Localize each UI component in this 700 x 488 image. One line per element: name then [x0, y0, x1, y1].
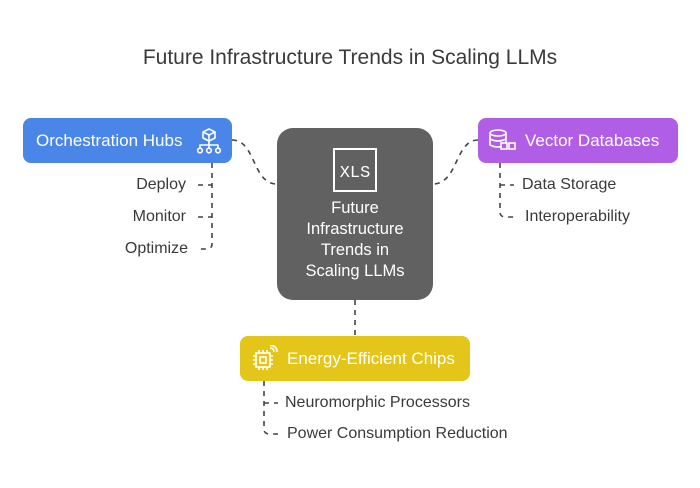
hierarchy-network-icon — [196, 128, 222, 154]
orchestration-hubs-label: Orchestration Hubs — [36, 130, 183, 150]
connector-vector-center — [432, 139, 479, 185]
energy-efficient-chips-node: Energy-Efficient Chips — [240, 336, 470, 381]
leaf-deploy: Deploy — [136, 176, 186, 193]
diagram-title: Future Infrastructure Trends in Scaling … — [142, 46, 558, 69]
center-topic-box: XLS Future Infrastructure Trends in Scal… — [277, 128, 433, 300]
chip-icon — [253, 344, 278, 370]
vector-databases-label: Vector Databases — [525, 130, 660, 150]
leaf-data-storage: Data Storage — [522, 176, 617, 193]
center-line: Infrastructure — [306, 220, 404, 238]
svg-text:XLS: XLS — [340, 164, 371, 183]
leaf-monitor: Monitor — [132, 208, 186, 225]
center-line: Scaling LLMs — [305, 262, 405, 280]
leaf-power-consumption-reduction: Power Consumption Reduction — [287, 425, 508, 442]
center-line: Future — [331, 199, 379, 217]
connector-orchestration-center — [231, 139, 278, 185]
center-topic-text: Future Infrastructure Trends in Scaling … — [285, 198, 425, 282]
orchestration-hubs-node: Orchestration Hubs — [23, 118, 232, 163]
connector-orchestration-leaves — [198, 163, 213, 250]
energy-efficient-chips-label: Energy-Efficient Chips — [287, 348, 455, 368]
vector-databases-node: Vector Databases — [478, 118, 678, 163]
connector-energy-leaves — [263, 381, 278, 435]
leaf-optimize: Optimize — [124, 240, 188, 257]
connector-vector-leaves — [499, 163, 514, 218]
xls-file-icon: XLS — [333, 148, 377, 192]
leaf-interoperability: Interoperability — [525, 208, 630, 225]
database-icon — [489, 128, 516, 150]
center-line: Trends in — [320, 241, 390, 259]
leaf-neuromorphic-processors: Neuromorphic Processors — [285, 394, 470, 411]
